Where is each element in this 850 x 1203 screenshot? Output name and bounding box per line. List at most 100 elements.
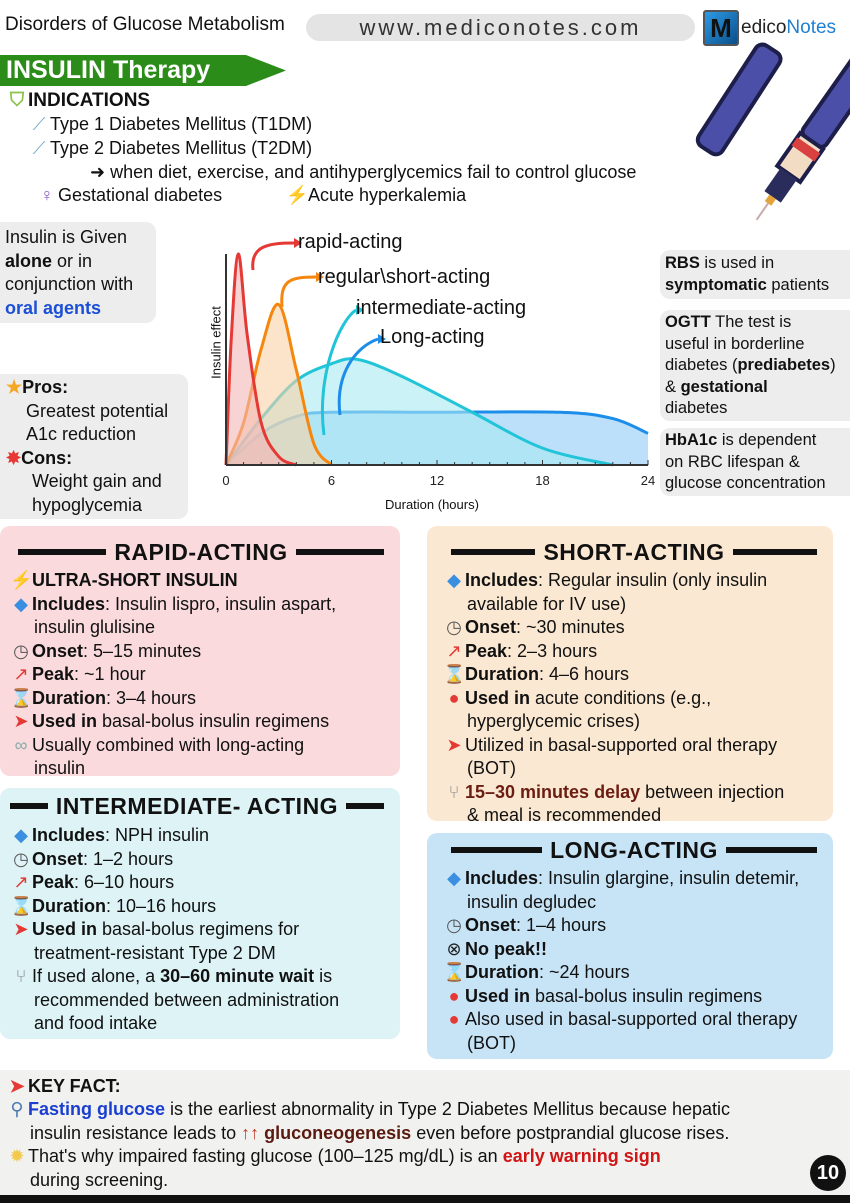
text: hyperglycemic crises) — [467, 711, 641, 731]
subject-title: Disorders of Glucose Metabolism — [5, 14, 285, 35]
bold-text: Includes — [465, 570, 539, 590]
pregnant-woman-icon: ♀ — [40, 185, 54, 205]
text: The test is — [710, 313, 792, 331]
label-short-acting: regular\short-acting — [318, 266, 491, 288]
text: insulin glulisine — [34, 617, 156, 637]
bold-text: HbA1c — [665, 431, 718, 449]
key-fact-list: ⚲Fasting glucose is the earliest abnorma… — [6, 1098, 844, 1192]
indication-type2: ⟋Type 2 Diabetes Mellitus (T2DM) — [28, 136, 312, 160]
bold-text: Duration — [465, 664, 539, 684]
cons-text: Weight gain and — [32, 471, 162, 491]
pin-icon: ➤ — [13, 919, 29, 939]
text: Utilized in basal-supported oral therapy — [465, 734, 778, 755]
bold-text: RBS — [665, 254, 700, 272]
text: : 2–3 hours — [507, 640, 598, 661]
list-item: ⌛Duration: 3–4 hours — [10, 687, 392, 711]
y-axis-label: Insulin effect — [208, 306, 224, 379]
text: : 10–16 hours — [106, 895, 217, 916]
syringe-icon: ⟋ — [32, 138, 46, 158]
wrapped-line: useful in borderline — [665, 334, 845, 356]
arrowhead-3 — [378, 334, 386, 344]
chart-up-icon: ↗ — [13, 664, 29, 684]
long-acting-section: LONG-ACTING ◆Includes: Insulin glargine,… — [427, 833, 833, 1059]
text: : Insulin glargine, insulin detemir, — [538, 868, 800, 888]
text: basal-bolus insulin regimens — [97, 711, 330, 731]
pros-cons-box: ★Pros: Greatest potential A1c reduction … — [0, 374, 188, 519]
list-item: ●Used in acute conditions (e.g.,hypergly… — [443, 687, 825, 734]
indication-text: Acute hyperkalemia — [308, 185, 467, 205]
key-fact-heading: ➤KEY FACT: — [6, 1074, 844, 1098]
logo-text: edico — [741, 17, 787, 38]
text: & meal is recommended — [467, 805, 662, 825]
list-item: ◆Includes: Insulin lispro, insulin aspar… — [10, 593, 392, 640]
text: conjunction with — [5, 274, 134, 294]
list-item: ◆Includes: Insulin glargine, insulin det… — [443, 867, 825, 914]
star-icon: ★ — [6, 377, 23, 397]
key-fact-box: ➤KEY FACT: ⚲Fasting glucose is the earli… — [0, 1070, 850, 1196]
text: treatment-resistant Type 2 DM — [34, 942, 276, 963]
wrapped-line: diabetes (prediabetes) — [665, 355, 845, 377]
list-item: ◆Includes: Regular insulin (only insulin… — [443, 569, 825, 616]
indication-gestational: ♀Gestational diabetes — [36, 183, 222, 207]
short-acting-section: SHORT-ACTING ◆Includes: Regular insulin … — [427, 526, 833, 825]
pin-icon: ➤ — [13, 711, 29, 731]
bold-text: Peak — [465, 640, 508, 661]
wrapped-line: insulin glulisine — [10, 616, 392, 640]
indication-type1: ⟋Type 1 Diabetes Mellitus (T1DM) — [28, 112, 312, 136]
bold-text: alone — [5, 250, 53, 271]
list-item: ◷Onset: ~30 minutes — [443, 616, 825, 640]
wrapped-line: (BOT) — [443, 1032, 825, 1056]
no-entry-icon: ⊗ — [446, 938, 462, 959]
text: basal-bolus regimens for — [97, 919, 300, 939]
indication-type2-note: ➜ when diet, exercise, and antihyperglyc… — [90, 162, 637, 182]
beginner-shield-icon: ⛉ — [9, 90, 25, 111]
bold-text: oral agents — [5, 297, 102, 318]
arrow-2 — [320, 308, 357, 436]
list-item: ✹That's why impaired fasting glucose (10… — [6, 1145, 844, 1192]
wrapped-line: and food intake — [10, 1012, 392, 1036]
text: ) — [830, 356, 836, 374]
bold-text: Fasting glucose — [28, 1099, 166, 1119]
text: is used in — [699, 254, 775, 272]
text: Usually combined with long-acting — [32, 734, 305, 755]
text: or in — [52, 250, 93, 271]
wrapped-line: recommended between administration — [10, 989, 392, 1013]
list-item: ↗Peak: 6–10 hours — [10, 871, 392, 895]
indication-text: Type 1 Diabetes Mellitus (T1DM) — [50, 114, 313, 134]
label-intermediate-acting: intermediate-acting — [356, 297, 527, 319]
intermediate-acting-list: ◆Includes: NPH insulin◷Onset: 1–2 hours↗… — [10, 824, 392, 1036]
series-line-0 — [224, 252, 297, 467]
text: basal-bolus insulin regimens — [530, 985, 763, 1006]
list-item: ⊗No peak!! — [443, 938, 825, 962]
logo-mark: M — [703, 10, 739, 46]
indication-text: Gestational diabetes — [58, 185, 223, 205]
wrapped-line: oral agents — [5, 297, 151, 321]
fork-knife-icon: ⑂ — [448, 781, 460, 802]
bold-text: Used in — [32, 711, 98, 731]
bold-text: symptomatic — [665, 276, 767, 294]
section-heading: RAPID-ACTING — [10, 535, 392, 569]
chart-up-icon: ↗ — [446, 640, 462, 661]
bold-text: OGTT — [665, 313, 711, 331]
arrowhead-0 — [294, 238, 302, 248]
pin-icon: ➤ — [9, 1076, 25, 1096]
list-item: ➤Utilized in basal-supported oral therap… — [443, 734, 825, 781]
x-tick-label: 24 — [641, 473, 655, 488]
list-item: ⌛Duration: 10–16 hours — [10, 895, 392, 919]
list-item: ⚡ULTRA-SHORT INSULIN — [10, 569, 392, 593]
bold-text: gluconeogenesis — [264, 1122, 412, 1143]
x-tick-label: 0 — [222, 473, 229, 488]
text: : 1–2 hours — [83, 848, 174, 869]
diamond-icon: ◆ — [447, 868, 461, 888]
page-title: INSULIN Therapy — [0, 55, 286, 86]
lightbulb-icon: ✹ — [9, 1146, 25, 1166]
bold-text: Used in — [465, 687, 531, 708]
website-url[interactable]: www.mediconotes.com — [306, 14, 695, 41]
bold-text: No peak!! — [465, 938, 548, 959]
list-item: ◷Onset: 1–4 hours — [443, 914, 825, 938]
location-pin-icon: ● — [448, 1009, 460, 1029]
wrapped-line: (BOT) — [443, 757, 825, 781]
section-heading: INTERMEDIATE- ACTING — [10, 788, 392, 824]
text: That's why impaired fasting glucose (100… — [28, 1146, 503, 1166]
